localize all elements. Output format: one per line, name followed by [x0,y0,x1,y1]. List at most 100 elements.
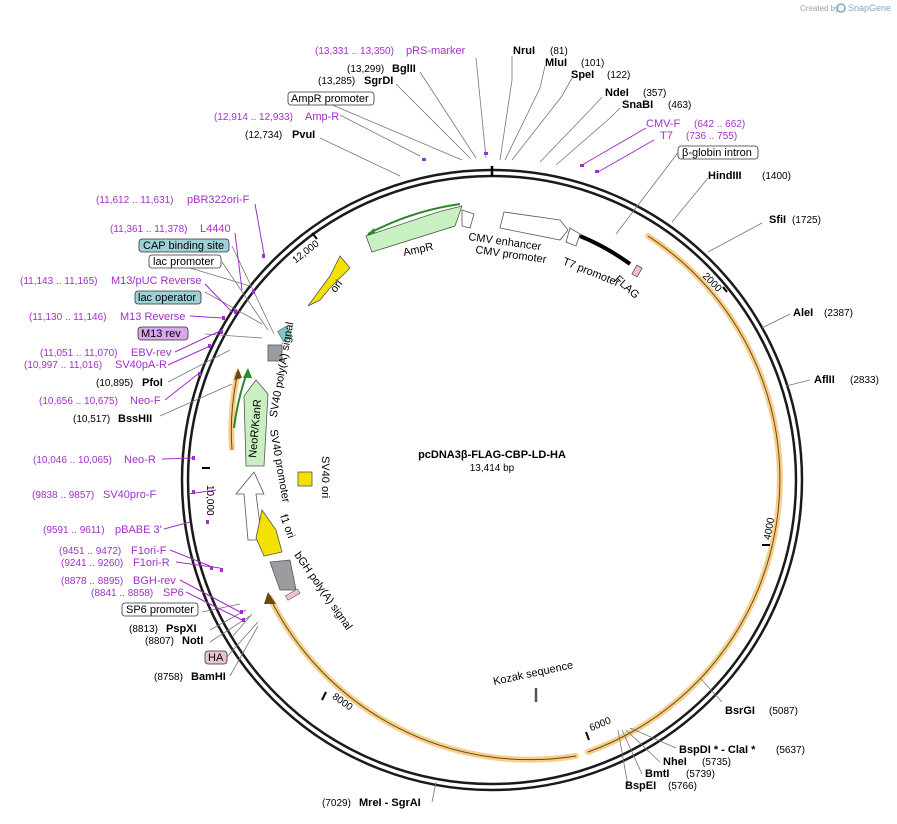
plasmid-size: 13,414 bp [470,463,515,474]
primer-name: CMV-F [646,118,681,130]
enzyme-pvui[interactable]: (12,734) PvuI [245,129,315,141]
primer-ebv-rev[interactable]: (11,051 .. 11,070) EBV-rev [40,347,172,359]
primer-pbabe-3[interactable]: (9591 .. 9611) pBABE 3' [43,524,162,536]
enzyme-name: PfoI [142,377,163,389]
primer-amp-r[interactable]: (12,914 .. 12,933) Amp-R [214,111,339,123]
t7-promoter-feature[interactable] [565,227,581,247]
primer-pos: (11,130 .. 11,146) [29,312,106,323]
primer-pos: (9451 .. 9472) [59,546,121,557]
enzyme-bmti[interactable]: BmtI (5739) [645,768,715,780]
enzyme-sfii[interactable]: SfiI (1725) [769,214,821,226]
ha-box[interactable]: HA [204,650,228,665]
box-label: β-globin intron [682,147,752,159]
bgh-polya-feature[interactable] [269,559,297,591]
sv40-ori-label: SV40 ori [319,456,331,498]
top-leader-lines [319,56,763,253]
cmv-enhancer-feature[interactable] [499,211,569,241]
tick-8000 [321,691,327,701]
enzyme-noti[interactable]: (8807) NotI [145,635,203,647]
primer-bgh-rev[interactable]: (8878 .. 8895) BGH-rev [61,575,176,587]
primer-sp6[interactable]: (8841 .. 8858) SP6 [91,587,184,599]
primer-pbr322ori-f[interactable]: (11,612 .. 11,631) pBR322ori-F [96,194,250,206]
primer-sv40pro-f[interactable]: (9838 .. 9857) SV40pro-F [32,489,156,501]
enzyme-nrui[interactable]: NruI (81) [513,45,568,57]
f1-ori-label: f1 ori [277,513,297,540]
primer-sv40pa-r[interactable]: (10,997 .. 11,016) SV40pA-R [24,359,167,371]
enzyme-pfoi[interactable]: (10,895) PfoI [96,377,163,389]
f1-ori-feature[interactable] [255,509,283,557]
primer-pos: (11,361 .. 11,378) [110,224,187,235]
ori-feature[interactable] [307,255,351,307]
enzyme-bamhi[interactable]: (8758) BamHI [154,671,226,683]
lac-elements-feature[interactable] [277,325,293,343]
enzyme-pos: (10,517) [73,414,110,425]
cds-arc-lower-arrowhead [264,592,276,604]
primer-name: T7 [660,130,673,142]
primer-pos: (10,656 .. 10,675) [39,396,118,407]
primer-name: Neo-F [130,395,161,407]
sv40-polya-feature[interactable] [267,344,283,362]
lac-operator-box[interactable]: lac operator [134,290,202,305]
ha-feature[interactable] [285,588,301,601]
primer-name: SP6 [163,587,184,599]
enzyme-hindiii[interactable]: HindIII (1400) [708,170,791,182]
primer-neo-f[interactable]: (10,656 .. 10,675) Neo-F [39,395,161,407]
enzyme-aflii[interactable]: AflII (2833) [814,374,879,386]
ampr-promoter-box[interactable]: AmpR promoter [287,91,375,106]
enzyme-spei[interactable]: SpeI (122) [571,69,630,81]
primer-t7[interactable]: T7 (736 .. 755) [660,130,737,142]
enzyme-bsshii[interactable]: (10,517) BssHII [73,413,152,425]
enzyme-pos: (13,285) [318,76,355,87]
beta-globin-intron-box[interactable]: β-globin intron [677,145,759,160]
primer-name: SV40pA-R [115,359,167,371]
neo-cds-arrowhead [243,368,252,378]
left-primer-markers [192,254,265,622]
sp6-promoter-box[interactable]: SP6 promoter [121,602,199,617]
enzyme-name: PvuI [292,129,315,141]
enzyme-mrei-sgrai[interactable]: (7029) MreI - SgrAI [322,797,421,809]
cds-arc-main-line [587,235,781,753]
enzyme-nhei[interactable]: NheI (5735) [663,756,731,768]
enzyme-pos: (81) [550,46,568,57]
enzyme-name: BamHI [191,671,226,683]
primer-m13-puc-reverse[interactable]: (11,143 .. 11,165) M13/pUC Reverse [20,275,201,287]
cap-binding-site-box[interactable]: CAP binding site [138,238,230,253]
enzyme-pos: (101) [581,58,604,69]
flag-feature[interactable] [631,264,643,278]
ampr-feature[interactable] [365,205,463,253]
primer-l4440[interactable]: (11,361 .. 11,378) L4440 [110,223,231,235]
tick-label-6000: 6000 [588,715,613,734]
primer-pos: (10,997 .. 11,016) [24,360,102,371]
enzyme-bspei[interactable]: BspEI (5766) [625,780,697,792]
enzyme-pos: (5766) [668,781,697,792]
enzyme-ndei[interactable]: NdeI (357) [605,87,666,99]
enzyme-name: MluI [545,57,567,69]
primer-neo-r[interactable]: (10,046 .. 10,065) Neo-R [33,454,156,466]
sv40-promoter-label: SV40 promoter [267,428,292,503]
cbp-insert-arc [579,234,632,266]
enzyme-sgrdi[interactable]: (13,285) SgrDI [318,75,393,87]
enzyme-bglii[interactable]: (13,299) BglII [347,63,416,75]
lac-promoter-box[interactable]: lac promoter [148,254,222,269]
primer-name: Neo-R [124,454,156,466]
enzyme-alei[interactable]: AleI (2387) [793,307,853,319]
enzyme-pos: (8807) [145,636,174,647]
enzyme-bspdi-clai[interactable]: BspDI * - ClaI * (5637) [679,744,805,756]
box-label: AmpR promoter [291,93,369,105]
enzyme-mlui[interactable]: MluI (101) [545,57,604,69]
m13-rev-box[interactable]: M13 rev [137,326,189,341]
primer-f1ori-r[interactable]: (9241 .. 9260) F1ori-R [61,557,170,569]
enzyme-bsrgi[interactable]: BsrGI (5087) [725,705,798,717]
primer-f1ori-f[interactable]: (9451 .. 9472) F1ori-F [59,545,167,557]
ampr-promoter-feature[interactable] [461,209,475,229]
sv40-ori-feature[interactable] [297,471,313,487]
enzyme-snabi[interactable]: SnaBI (463) [622,99,691,111]
neor-kanr-feature[interactable] [243,379,269,467]
primer-prs-marker[interactable]: (13,331 .. 13,350) pRS-marker [315,45,466,57]
box-label: HA [208,652,224,664]
primer-cmv-f[interactable]: CMV-F (642 .. 662) [646,118,745,130]
enzyme-pspxi[interactable]: (8813) PspXI [129,623,197,635]
primer-pos: (642 .. 662) [694,119,745,130]
primer-pos: (12,914 .. 12,933) [214,112,293,123]
primer-m13-reverse[interactable]: (11,130 .. 11,146) M13 Reverse [29,311,185,323]
